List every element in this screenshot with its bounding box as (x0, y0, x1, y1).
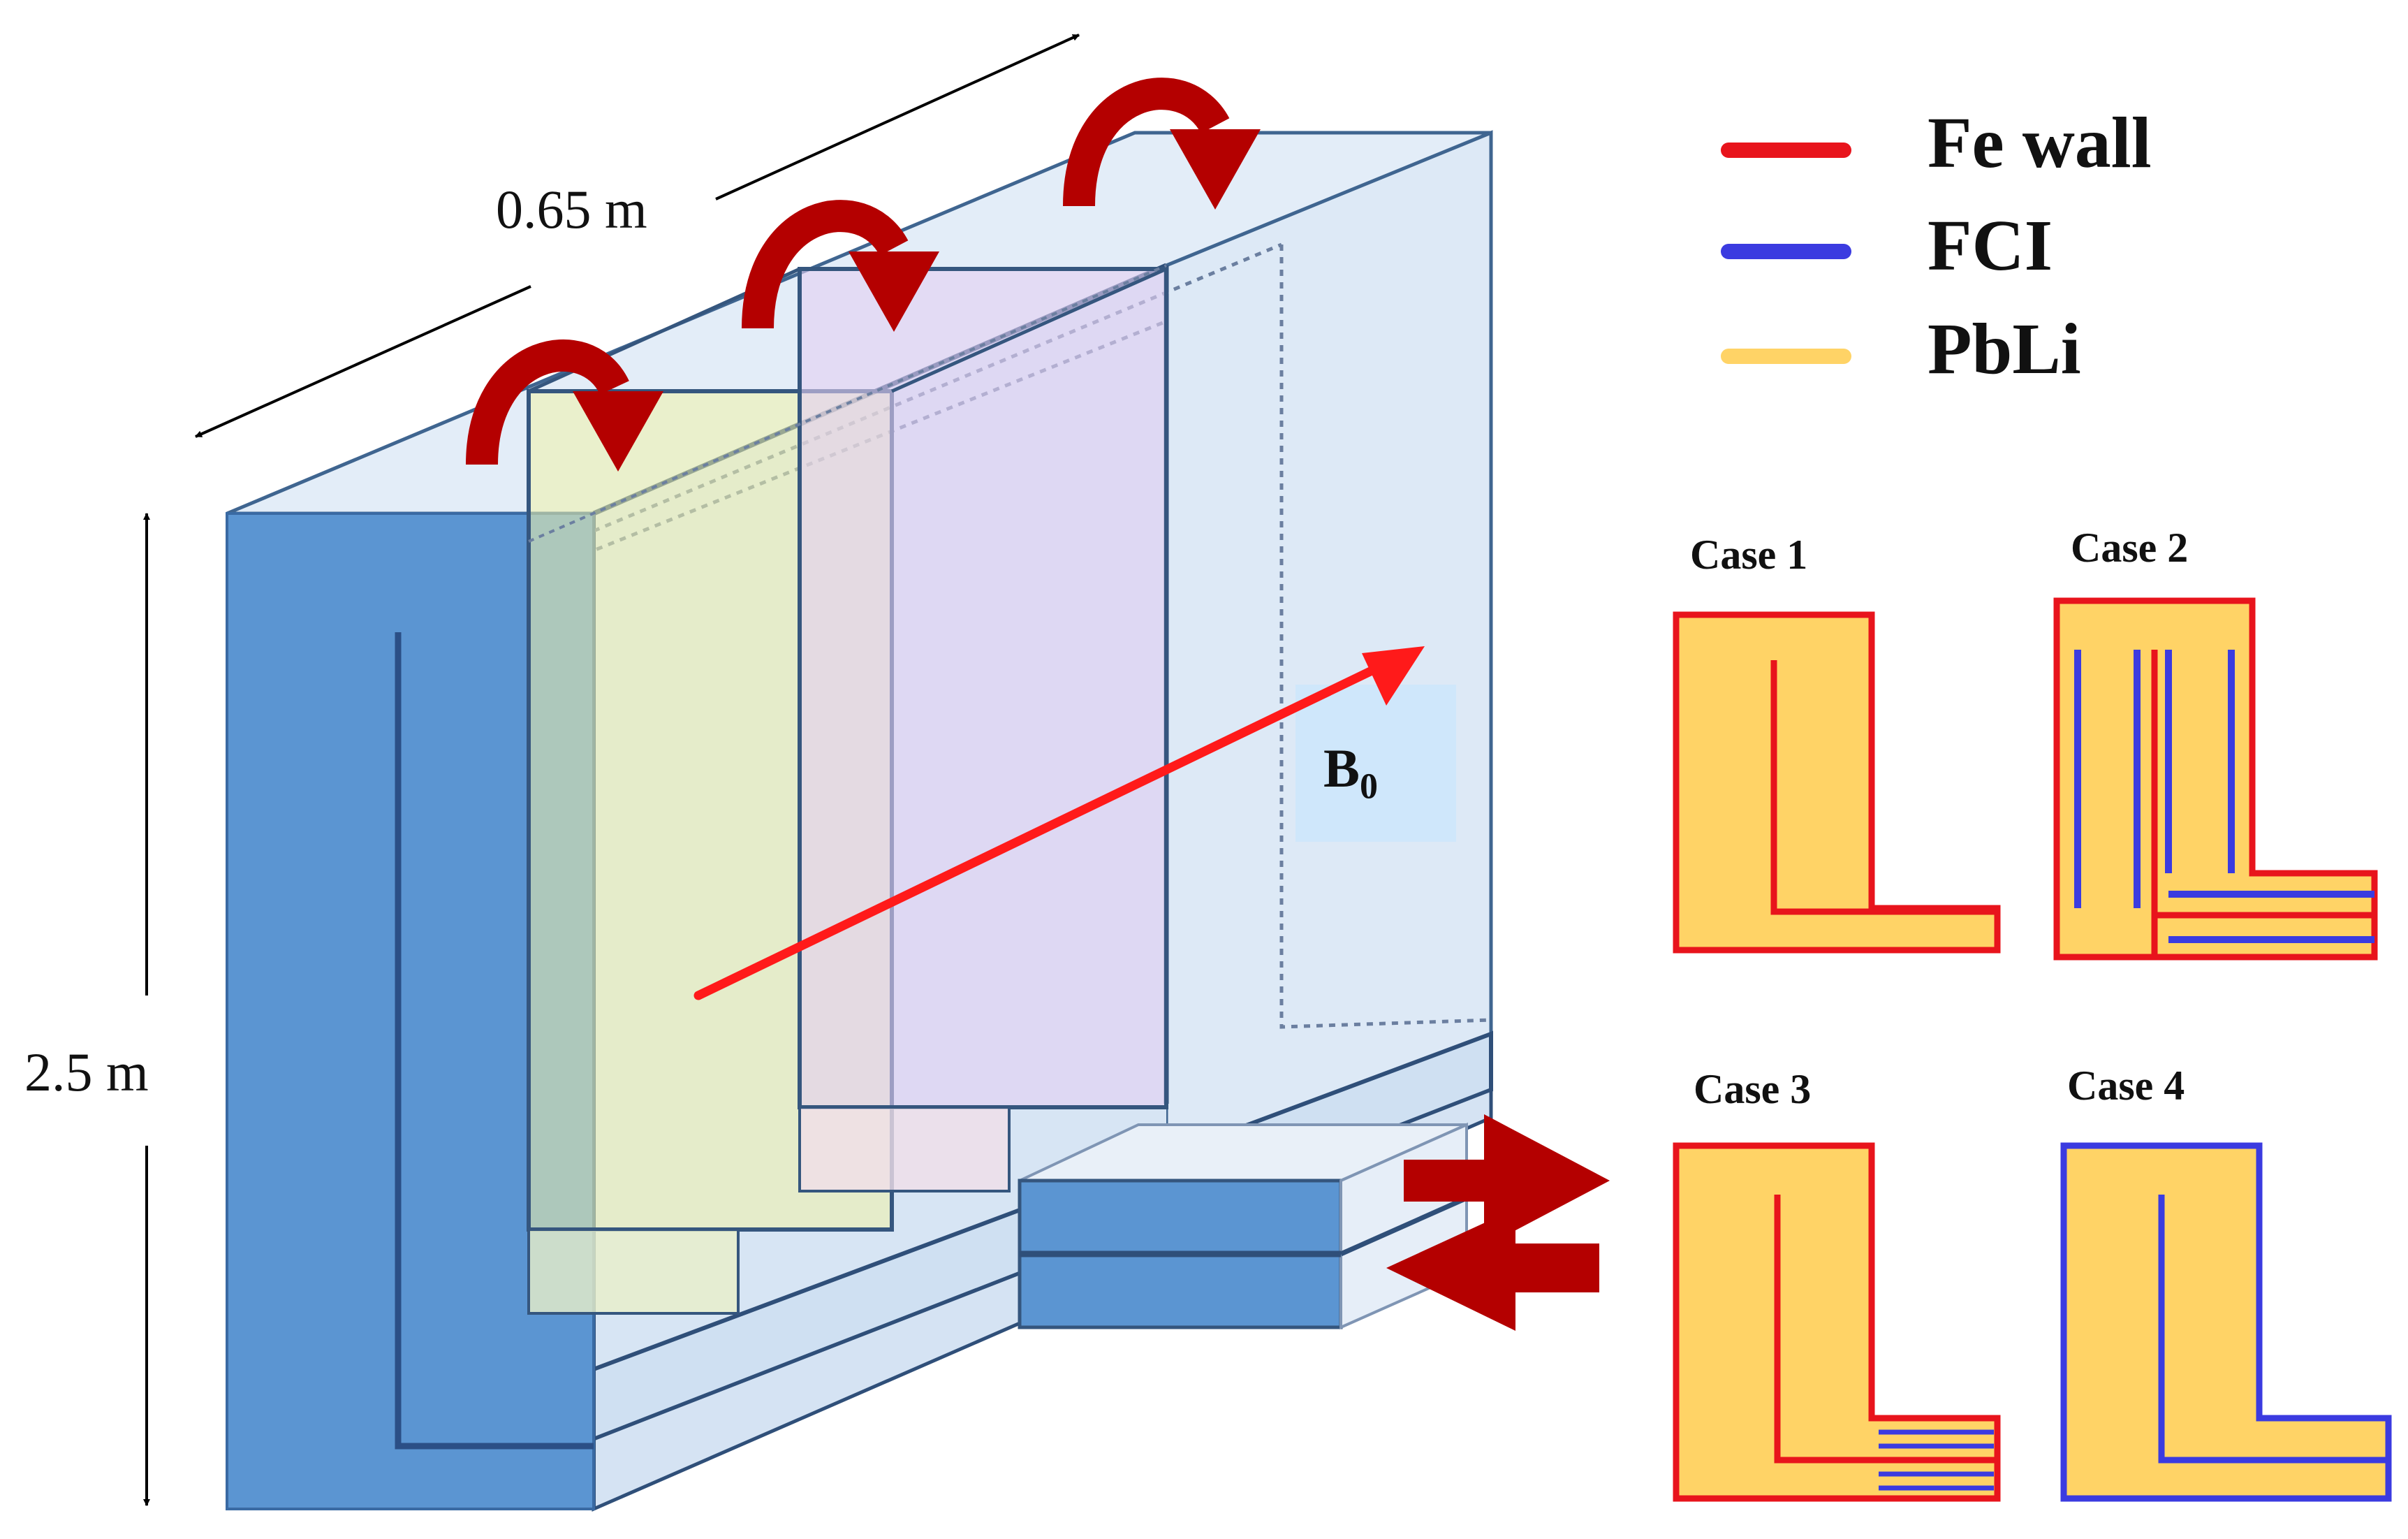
channel-inner-line (395, 632, 594, 1450)
legend-swatches (1721, 143, 1851, 364)
inlet-pipe (1018, 1252, 1343, 1329)
case-3-label: Case 3 (1694, 1066, 1812, 1112)
b0-label: B0 (1323, 737, 1378, 808)
dimension-arrows (143, 34, 1080, 1506)
case-1-label: Case 1 (1690, 532, 1808, 578)
io-arrows (1386, 1114, 1610, 1331)
flow-turn-arrows (466, 78, 1261, 472)
case-1-section (1673, 611, 2001, 954)
b0-label-symbol: B (1323, 738, 1360, 798)
legend-pbli: PbLi (1928, 309, 2081, 389)
outlet-arrow-icon (1404, 1114, 1610, 1247)
inlet-arrow-icon (1386, 1209, 1599, 1331)
case-3-section (1673, 1142, 2001, 1502)
legend-fci: FCI (1928, 205, 2053, 286)
panel-2-foot (798, 1106, 1011, 1192)
b0-arrow-head (1362, 646, 1425, 706)
ports (1018, 1122, 1468, 1330)
curved-flow-arrow-icon (1063, 78, 1261, 210)
case-4-label: Case 4 (2067, 1063, 2185, 1109)
curved-flow-arrow-icon (742, 200, 939, 332)
curved-flow-arrow-icon (466, 340, 663, 472)
outlet-pipe (1018, 1179, 1343, 1256)
dimension-arrow-icon (195, 285, 531, 438)
dimension-arrow-icon (715, 34, 1080, 200)
depth-dimension-label: 0.65 m (496, 179, 647, 240)
insert-panels (527, 264, 1168, 1315)
b0-label-background (1295, 685, 1456, 842)
b0-arrow (693, 659, 1391, 1000)
legend-fe-wall: Fe wall (1928, 103, 2152, 183)
case-2-section (2053, 597, 2378, 961)
case-2-label: Case 2 (2071, 525, 2189, 571)
height-dimension-label: 2.5 m (24, 1042, 149, 1102)
box-right-face (1164, 130, 1493, 1190)
case-4-section (2060, 1142, 2392, 1502)
panel-2 (798, 267, 1168, 1109)
magnetic-field (693, 646, 1456, 1000)
b0-label-subscript: 0 (1360, 766, 1379, 807)
panel-1-foot (527, 1228, 740, 1315)
